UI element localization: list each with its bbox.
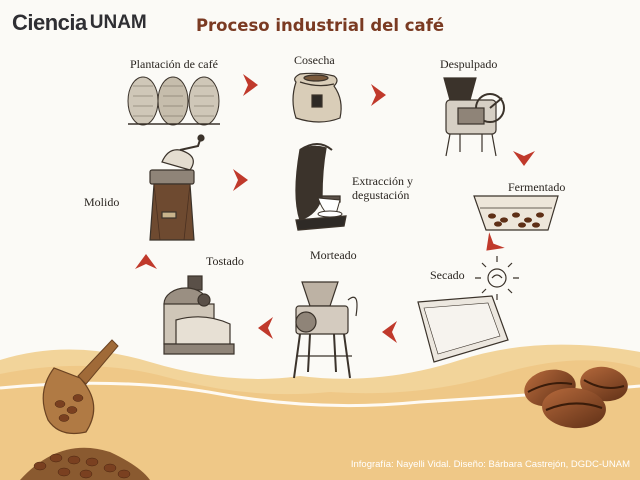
arrow-left-1: [382, 321, 397, 343]
arrow-right-1: [243, 74, 258, 96]
roasted-beans-icon: [524, 366, 628, 429]
coffee-plants-icon: [127, 76, 220, 126]
logo-ciencia-text: Ciencia: [12, 10, 87, 35]
roaster-machine-icon: [163, 275, 235, 355]
arrow-right-2: [371, 84, 386, 106]
label-plantacion: Plantación de café: [130, 57, 218, 71]
label-tostado: Tostado: [206, 254, 244, 268]
label-fermentado: Fermentado: [508, 180, 566, 194]
sun-icon: [475, 256, 519, 300]
espresso-machine-icon: [295, 143, 347, 231]
label-secado: Secado: [430, 268, 465, 282]
process-arrows: [135, 74, 535, 343]
arrow-down-1: [513, 151, 535, 166]
pulper-machine-icon: [443, 77, 505, 157]
fermentation-tank-icon: [473, 195, 559, 231]
sand-background: [0, 344, 640, 480]
arrow-right-3: [233, 169, 248, 191]
label-molido: Molido: [84, 195, 120, 209]
label-extraccion-line2: degustación: [352, 188, 410, 202]
label-extraccion-line1: Extracción y: [352, 174, 413, 188]
arrow-up-1: [135, 254, 157, 269]
drying-tray-icon: [417, 295, 509, 363]
credit-text: Infografía: Nayelli Vidal. Diseño: Bárba…: [350, 459, 630, 470]
label-cosecha: Cosecha: [294, 53, 335, 67]
label-morteado: Morteado: [310, 248, 357, 262]
coffee-sack-icon: [292, 72, 342, 123]
coffee-scoop-icon: [20, 339, 150, 480]
arrow-down-left: [486, 232, 505, 251]
label-despulpado: Despulpado: [440, 57, 498, 71]
page-title: Proceso industrial del café: [195, 16, 445, 35]
coffee-grinder-icon: [149, 134, 205, 241]
logo-unam-text: UNAM: [89, 12, 147, 33]
arrow-left-2: [258, 317, 273, 339]
label-extraccion: Extracción y degustación: [352, 174, 413, 202]
huller-machine-icon: [293, 281, 358, 379]
cienciaunam-logo: Ciencia UNAM: [12, 8, 147, 38]
